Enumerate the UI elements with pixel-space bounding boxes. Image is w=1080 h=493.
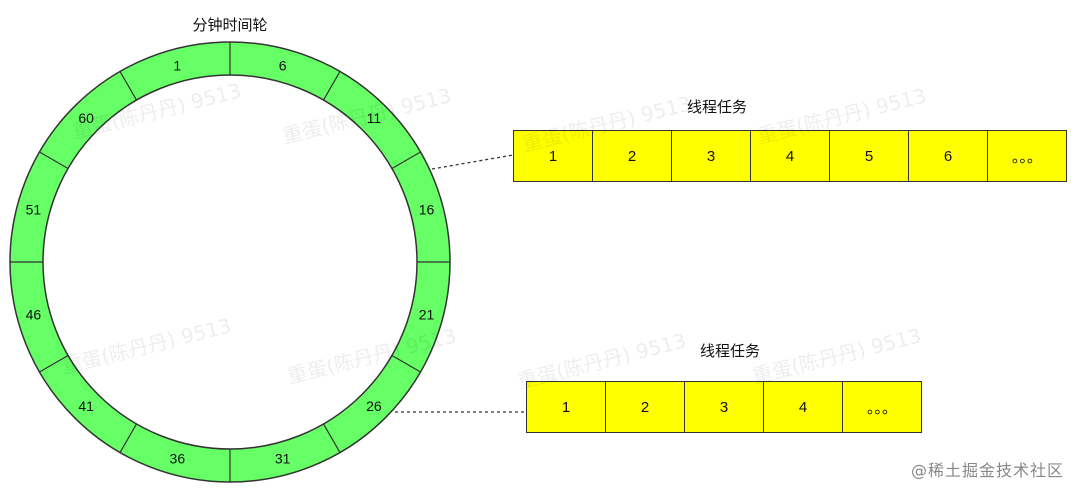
task-cell: 2 (592, 130, 672, 182)
wheel-divider (391, 354, 421, 373)
wheel-divider (39, 151, 69, 170)
wheel-segment-label: 26 (366, 398, 382, 414)
task-cell-ellipsis: 。。。 (842, 381, 922, 433)
task-cell: 3 (684, 381, 764, 433)
task-cell: 5 (829, 130, 909, 182)
wheel-segment-label: 36 (170, 451, 186, 467)
wheel-divider (322, 71, 341, 101)
wheel-segment-label: 31 (275, 451, 291, 467)
task-cell: 2 (605, 381, 685, 433)
task-list-2: 1 2 3 4 。。。 (526, 381, 922, 433)
wheel-segment-label: 46 (26, 307, 42, 323)
wheel-segment-label: 41 (78, 398, 94, 414)
task-list-title-1: 线程任务 (686, 98, 747, 116)
wheel-title: 分钟时间轮 (192, 16, 268, 34)
task-list-1: 1 2 3 4 5 6 。。。 (513, 130, 1067, 182)
wheel-divider (119, 71, 138, 101)
task-cell: 4 (750, 130, 830, 182)
brand-watermark: @稀土掘金技术社区 (910, 461, 1064, 480)
wheel-divider (322, 423, 341, 453)
wheel-segment-label: 51 (26, 201, 42, 217)
task-cell: 1 (513, 130, 593, 182)
wheel-segment-label: 21 (419, 307, 435, 323)
task-cell: 6 (908, 130, 988, 182)
connector-16 (431, 154, 514, 170)
task-list-title-2: 线程任务 (699, 342, 760, 360)
wheel-segment-label: 6 (279, 57, 287, 73)
task-cell: 1 (526, 381, 606, 433)
task-cell-ellipsis: 。。。 (987, 130, 1067, 182)
wheel-divider (119, 423, 138, 453)
wheel-divider (39, 354, 69, 373)
task-cell: 3 (671, 130, 751, 182)
wheel-segment-label: 16 (419, 201, 435, 217)
task-cell: 4 (763, 381, 843, 433)
wheel-ring (9, 41, 451, 483)
wheel-segment-label: 60 (78, 110, 94, 126)
wheel-segment-label: 1 (173, 57, 181, 73)
wheel-divider (391, 151, 421, 170)
wheel-segment-label: 11 (367, 110, 382, 126)
